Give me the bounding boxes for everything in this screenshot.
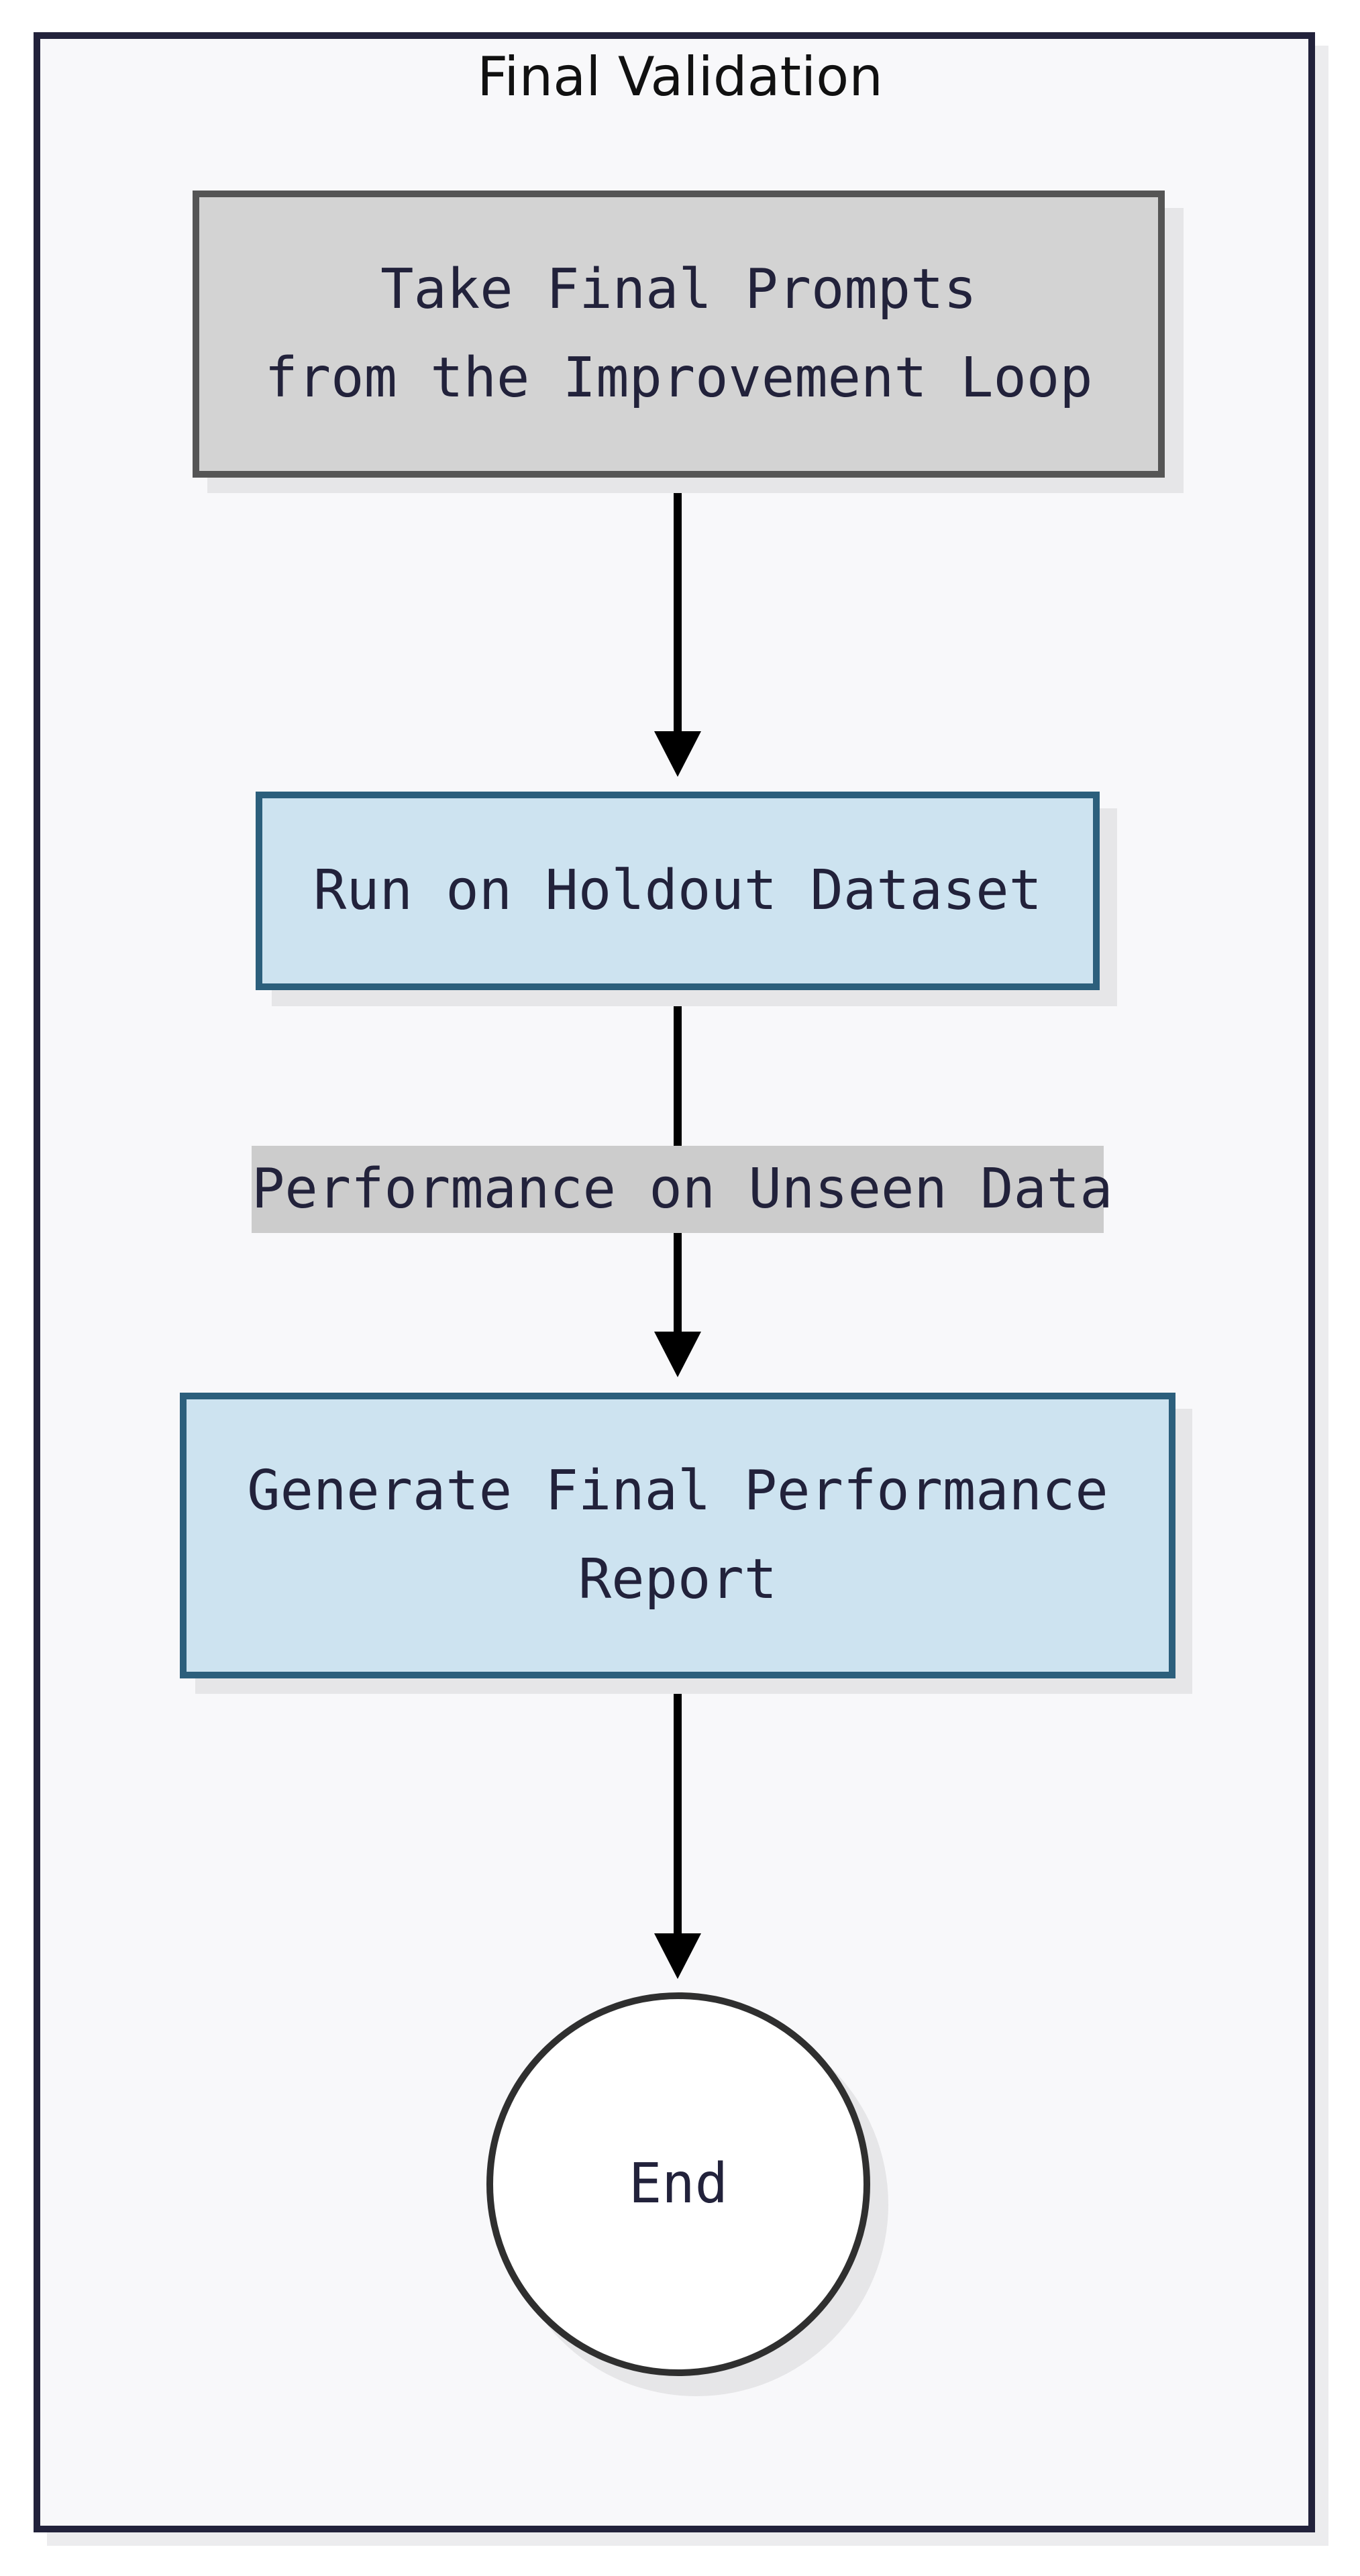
edge-label-performance-unseen: Performance on Unseen Data	[252, 1146, 1113, 1233]
arrowhead-end	[654, 1933, 701, 1979]
node-generate-report: Generate Final Performance Report	[180, 1393, 1175, 1678]
arrowhead-report	[654, 1332, 701, 1377]
node-end: End	[486, 1992, 870, 2376]
node-run-holdout: Run on Holdout Dataset	[256, 792, 1100, 990]
node-take-final-prompts: Take Final Prompts from the Improvement …	[193, 191, 1165, 478]
subgraph-title: Final Validation	[477, 46, 883, 108]
arrowhead-run	[654, 731, 701, 777]
